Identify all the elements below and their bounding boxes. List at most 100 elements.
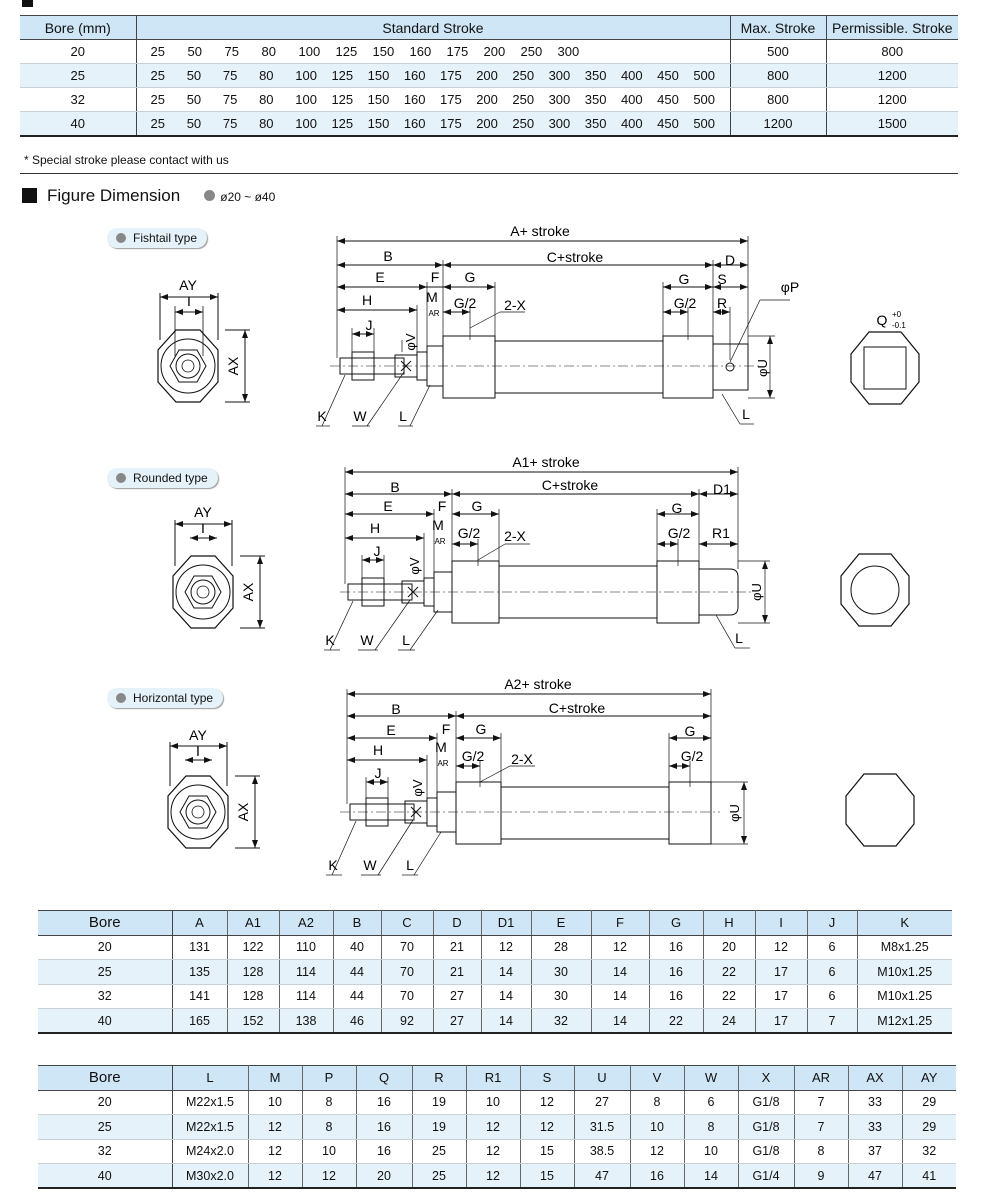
bullet-icon — [204, 190, 216, 201]
stroke-table-header: Bore (mm) Standard Stroke Max. Stroke Pe… — [20, 15, 958, 40]
svg-text:M: M — [426, 289, 438, 305]
stroke-value: 125 — [331, 92, 354, 107]
table-cell: 6 — [806, 984, 857, 1009]
dim-ay: AY — [179, 277, 197, 293]
special-stroke-note: * Special stroke please contact with us — [24, 153, 229, 167]
column-header: R1 — [465, 1065, 520, 1091]
stroke-value: 200 — [476, 115, 498, 131]
svg-text:I: I — [201, 520, 205, 536]
stroke-value: 250 — [520, 44, 543, 59]
svg-text:K: K — [317, 408, 327, 424]
table-cell: 152 — [226, 1008, 279, 1034]
svg-text:φV: φV — [403, 333, 418, 350]
bullet-icon — [116, 233, 126, 243]
rounded-type-label: Rounded type — [107, 468, 218, 488]
stroke-table: Bore (mm) Standard Stroke Max. Stroke Pe… — [20, 15, 958, 137]
table-cell: 128 — [226, 984, 279, 1009]
table-cell: 28 — [530, 935, 591, 960]
table-cell: 10 — [247, 1090, 302, 1115]
svg-text:φV: φV — [407, 557, 422, 574]
table-cell: 40 — [38, 1008, 173, 1034]
bore-cell: 40 — [20, 111, 136, 136]
table-cell: 7 — [806, 1008, 857, 1034]
stroke-value: 250 — [512, 115, 535, 131]
dim-ax: AX — [225, 356, 241, 375]
svg-text:D1: D1 — [713, 481, 731, 497]
column-header: A — [171, 910, 227, 936]
table-cell: 70 — [380, 984, 433, 1009]
stroke-value: 400 — [620, 68, 643, 83]
table-cell: 20 — [38, 1090, 173, 1115]
svg-text:J: J — [375, 765, 382, 781]
table-cell: 131 — [171, 935, 227, 960]
svg-text:C+stroke: C+stroke — [549, 700, 606, 716]
svg-text:M: M — [432, 517, 444, 533]
stroke-value: 75 — [224, 44, 239, 59]
svg-text:2-X: 2-X — [504, 297, 526, 313]
table-cell: 22 — [702, 984, 755, 1009]
table-cell: 14 — [590, 1008, 649, 1034]
table-cell: 32 — [38, 1139, 173, 1164]
svg-text:G: G — [476, 721, 487, 737]
svg-text:φU: φU — [755, 359, 770, 377]
table-cell: 14 — [480, 984, 531, 1009]
stroke-value: 25 — [150, 92, 165, 107]
table-cell: 16 — [648, 984, 703, 1009]
stroke-value: 80 — [259, 115, 274, 131]
fishtail-side-view: A+ stroke B C+stroke D E F G G S H M AR … — [316, 223, 799, 427]
svg-text:M: M — [435, 739, 447, 755]
fishtail-left-view: AY I AX — [157, 277, 250, 403]
table-cell: G1/4 — [737, 1163, 794, 1189]
table-cell: 9 — [793, 1163, 848, 1189]
stroke-value: 150 — [367, 115, 390, 131]
table-cell: 17 — [754, 959, 807, 985]
table-cell: 16 — [629, 1163, 684, 1189]
svg-text:G/2: G/2 — [668, 525, 691, 541]
stroke-value: 25 — [150, 68, 165, 83]
table-cell: 15 — [519, 1163, 574, 1189]
bullet-icon — [116, 693, 126, 703]
stroke-value: 80 — [261, 44, 276, 59]
svg-text:J: J — [374, 543, 381, 559]
stroke-value: 75 — [222, 68, 238, 83]
table-cell: 114 — [278, 984, 333, 1009]
svg-text:AR: AR — [437, 759, 448, 768]
stroke-value: 200 — [476, 68, 498, 83]
table-cell: 44 — [332, 984, 381, 1009]
table-cell: 165 — [171, 1008, 227, 1034]
table-cell: 10 — [629, 1114, 684, 1140]
permissible-stroke-cell: 1200 — [825, 63, 958, 88]
table-cell: 14 — [683, 1163, 738, 1189]
max-stroke-cell: 800 — [729, 63, 826, 88]
table-cell: M22x1.5 — [171, 1114, 248, 1140]
table-cell: 8 — [301, 1090, 356, 1115]
table-cell: 21 — [432, 935, 481, 960]
dim-a1: A1+ stroke — [512, 454, 580, 470]
stroke-value: 50 — [187, 44, 202, 59]
stroke-value: 175 — [440, 68, 462, 83]
table-cell: 8 — [629, 1090, 684, 1115]
stroke-value: 175 — [446, 44, 469, 59]
table-cell: 70 — [380, 959, 433, 985]
svg-text:H: H — [373, 742, 383, 758]
table-cell: 135 — [171, 959, 227, 985]
svg-text:AR: AR — [434, 537, 445, 546]
table-cell: 16 — [648, 959, 703, 985]
stroke-value: 160 — [409, 44, 432, 59]
svg-text:2-X: 2-X — [511, 751, 533, 767]
table-cell: 10 — [465, 1090, 520, 1115]
svg-text:S: S — [717, 271, 726, 287]
table-cell: 47 — [573, 1163, 630, 1189]
section-square-icon — [22, 188, 37, 203]
figure-dimension-title: Figure Dimension — [47, 186, 181, 205]
stroke-value: 50 — [186, 92, 202, 107]
svg-text:B: B — [391, 701, 400, 717]
table-cell: 6 — [806, 959, 857, 985]
